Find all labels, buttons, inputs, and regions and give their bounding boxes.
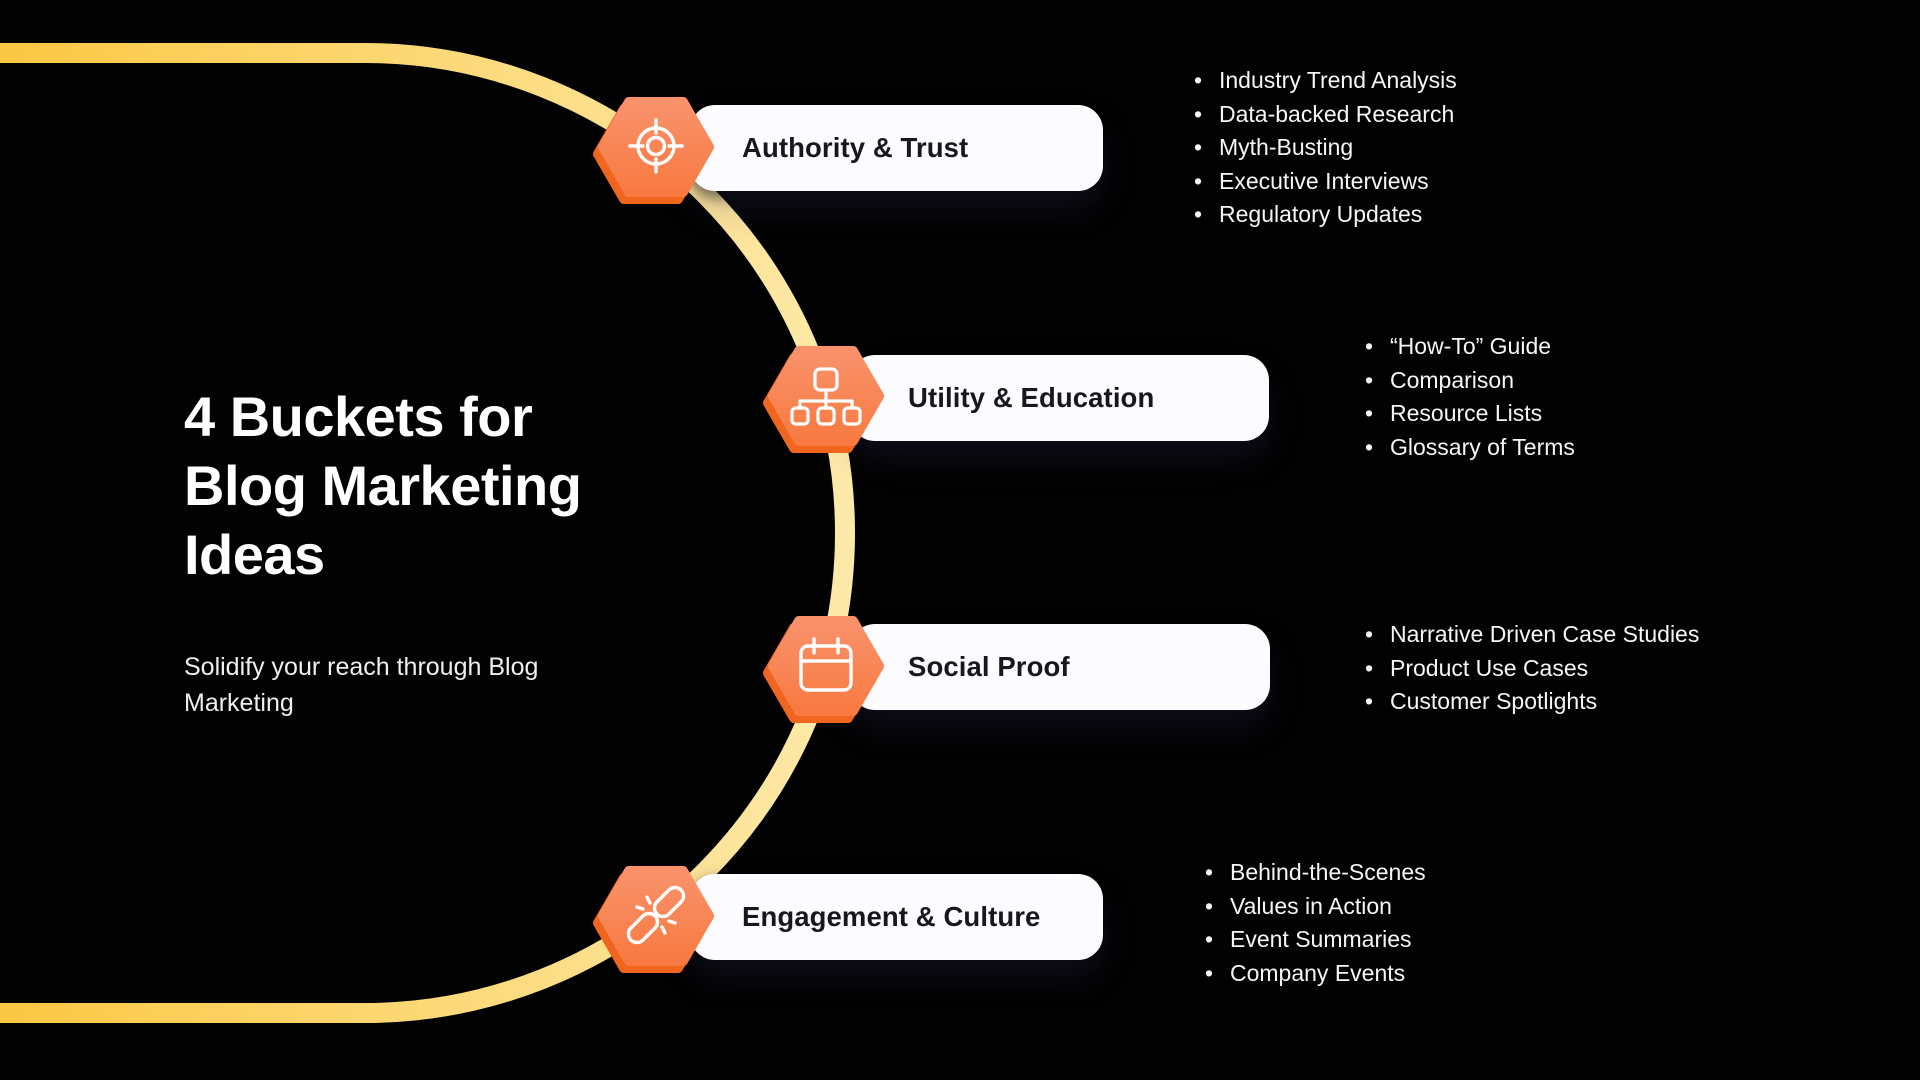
title-line: Ideas xyxy=(184,523,325,586)
bucket-list-engagement-culture: Behind-the-ScenesValues in ActionEvent S… xyxy=(1203,856,1426,990)
title-line: Blog Marketing xyxy=(184,454,582,517)
bucket-label: Engagement & Culture xyxy=(742,901,1041,932)
list-item: Data-backed Research xyxy=(1192,98,1457,132)
list-item: Glossary of Terms xyxy=(1363,431,1575,465)
page-subtitle: Solidify your reach through Blog Marketi… xyxy=(184,653,539,717)
list-item: Values in Action xyxy=(1203,890,1426,924)
list-item: Event Summaries xyxy=(1203,923,1426,957)
list-item: Customer Spotlights xyxy=(1363,685,1699,719)
list-item: Regulatory Updates xyxy=(1192,198,1457,232)
sitemap-icon xyxy=(790,367,862,426)
hexagon-badge-engagement xyxy=(593,866,714,973)
broken-link-icon xyxy=(626,885,686,945)
list-item: Comparison xyxy=(1363,364,1575,398)
list-item: Myth-Busting xyxy=(1192,131,1457,165)
list-item: Industry Trend Analysis xyxy=(1192,64,1457,98)
calendar-icon xyxy=(799,637,853,692)
list-item: Product Use Cases xyxy=(1363,652,1699,686)
list-item: Narrative Driven Case Studies xyxy=(1363,618,1699,652)
list-item: “How-To” Guide xyxy=(1363,330,1575,364)
page-title: 4 Buckets for Blog Marketing Ideas xyxy=(184,382,684,589)
list-item: Behind-the-Scenes xyxy=(1203,856,1426,890)
hexagon-badge-social xyxy=(763,616,884,723)
list-item: Executive Interviews xyxy=(1192,165,1457,199)
title-line: 4 Buckets for xyxy=(184,385,533,448)
bucket-pill-social-proof: Social Proof xyxy=(850,624,1270,710)
bucket-list-social-proof: Narrative Driven Case StudiesProduct Use… xyxy=(1363,618,1699,719)
target-icon xyxy=(628,118,684,174)
bucket-label: Utility & Education xyxy=(908,382,1155,413)
bucket-label: Authority & Trust xyxy=(742,132,969,163)
bucket-label: Social Proof xyxy=(908,651,1070,682)
bucket-pill-authority-trust: Authority & Trust xyxy=(690,105,1103,191)
bucket-pill-engagement-culture: Engagement & Culture xyxy=(690,874,1103,960)
intro-block: 4 Buckets for Blog Marketing Ideas Solid… xyxy=(184,382,684,721)
bucket-pill-utility-education: Utility & Education xyxy=(850,355,1269,441)
list-item: Company Events xyxy=(1203,957,1426,991)
hexagon-badge-utility xyxy=(763,346,884,453)
hexagon-badge-authority xyxy=(593,97,714,204)
list-item: Resource Lists xyxy=(1363,397,1575,431)
bucket-list-authority-trust: Industry Trend AnalysisData-backed Resea… xyxy=(1192,64,1457,232)
bucket-list-utility-education: “How-To” GuideComparisonResource ListsGl… xyxy=(1363,330,1575,464)
